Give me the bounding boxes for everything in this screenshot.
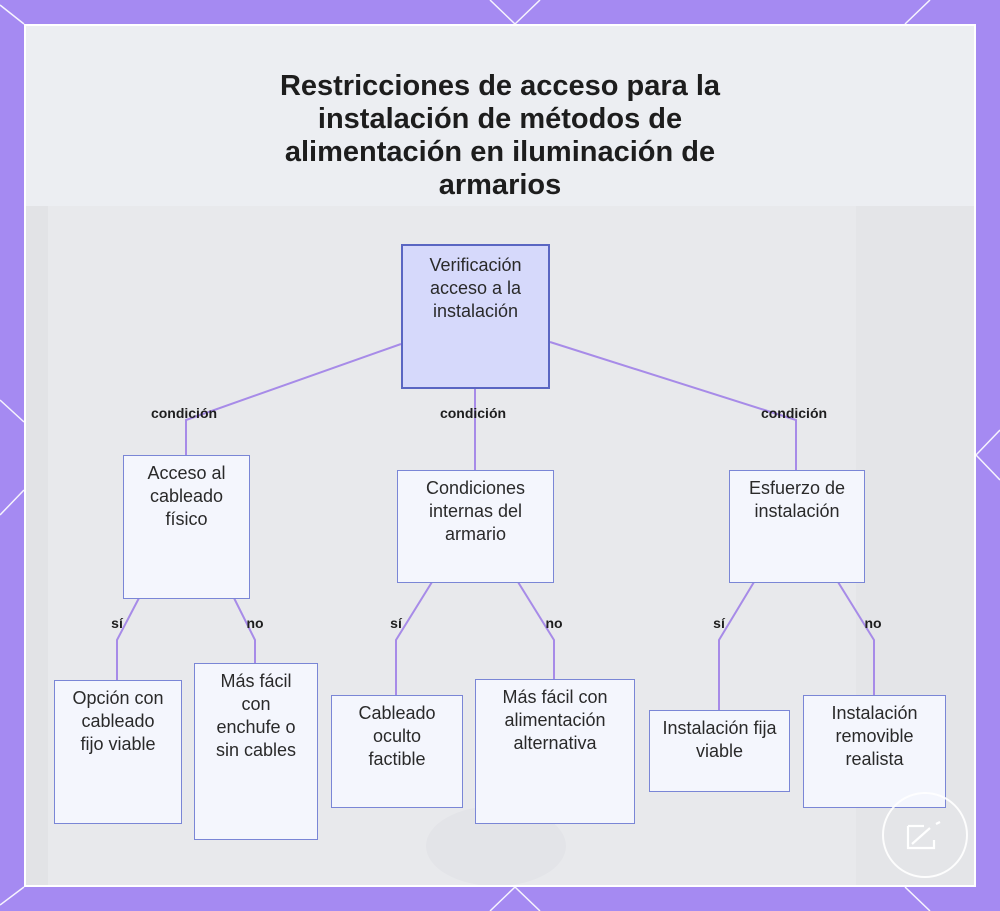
edge-label-no: no — [864, 615, 881, 631]
edge-esfuerzo-fija — [719, 582, 754, 710]
node-alimentacion-alternativa: Más fácil con alimentación alternativa — [475, 679, 635, 824]
node-cableado-oculto-label: Cableado oculto factible — [350, 702, 444, 771]
edge-label-condicion: condición — [440, 405, 506, 421]
edge-label-no: no — [246, 615, 263, 631]
edge-acceso-opcion — [117, 598, 139, 680]
node-acceso-cableado: Acceso al cableado físico — [123, 455, 250, 599]
node-condiciones-internas-label: Condiciones internas del armario — [410, 477, 541, 546]
node-enchufe-sin-cables: Más fácil con enchufe o sin cables — [194, 663, 318, 840]
edge-root-esfuerzo — [550, 342, 796, 470]
edge-label-si: sí — [713, 615, 725, 631]
node-opcion-cableado-fijo: Opción con cableado fijo viable — [54, 680, 182, 824]
edge-label-si: sí — [390, 615, 402, 631]
node-esfuerzo-instalacion-label: Esfuerzo de instalación — [746, 477, 848, 523]
edit-logo-icon — [882, 792, 968, 878]
edge-label-no: no — [545, 615, 562, 631]
node-instalacion-fija-label: Instalación fija viable — [662, 717, 777, 763]
edge-label-condicion: condición — [761, 405, 827, 421]
node-root: Verificación acceso a la instalación — [401, 244, 550, 389]
edge-label-si: sí — [111, 615, 123, 631]
edge-label-condicion: condición — [151, 405, 217, 421]
node-enchufe-sin-cables-label: Más fácil con enchufe o sin cables — [207, 670, 305, 762]
edge-condiciones-oculto — [396, 582, 432, 695]
node-instalacion-removible-label: Instalación removible realista — [814, 702, 935, 771]
node-alimentacion-alternativa-label: Más fácil con alimentación alternativa — [488, 686, 622, 755]
node-root-label: Verificación acceso a la instalación — [417, 254, 534, 323]
node-cableado-oculto: Cableado oculto factible — [331, 695, 463, 808]
node-instalacion-fija: Instalación fija viable — [649, 710, 790, 792]
edge-esfuerzo-removible — [838, 582, 874, 695]
node-esfuerzo-instalacion: Esfuerzo de instalación — [729, 470, 865, 583]
node-opcion-cableado-fijo-label: Opción con cableado fijo viable — [71, 687, 165, 756]
node-condiciones-internas: Condiciones internas del armario — [397, 470, 554, 583]
edge-root-acceso — [186, 344, 401, 455]
node-acceso-cableado-label: Acceso al cableado físico — [138, 462, 235, 531]
